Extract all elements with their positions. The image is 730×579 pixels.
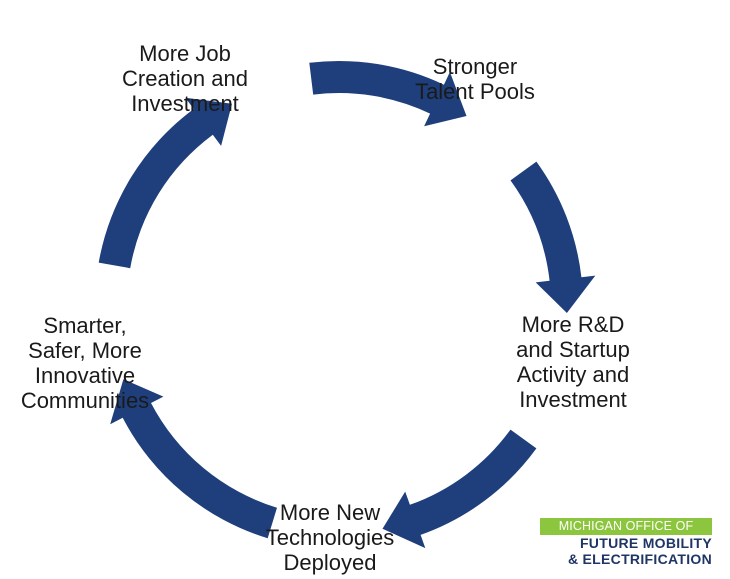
node-line: Communities xyxy=(20,388,150,413)
node-line: More R&D xyxy=(521,312,625,337)
node-stronger-talent-pools: Stronger Talent Pools xyxy=(400,54,550,104)
node-more-new-technologies: More New Technologies Deployed xyxy=(240,500,420,575)
node-line: Technologies xyxy=(265,525,395,550)
logo-line-2: & ELECTRIFICATION xyxy=(567,551,712,567)
node-line: Activity and xyxy=(516,362,630,387)
arrow-job-to-talent xyxy=(309,60,467,127)
node-line: Investment xyxy=(519,387,627,412)
node-line: Safer, More xyxy=(28,338,142,363)
node-line: Innovative xyxy=(34,363,136,388)
node-line: and Startup xyxy=(516,337,630,362)
node-line: More New xyxy=(279,500,381,525)
arrow-talent-to-rd xyxy=(510,161,596,313)
arrow-rd-to-tech xyxy=(382,429,537,549)
node-line: Stronger xyxy=(432,54,518,79)
node-line: More Job xyxy=(139,41,231,66)
michigan-office-logo: MICHIGAN OFFICE OF FUTURE MOBILITY & ELE… xyxy=(540,518,712,567)
node-more-rd-startup: More R&D and Startup Activity and Invest… xyxy=(488,312,658,412)
node-line: Deployed xyxy=(283,550,377,575)
logo-top-band: MICHIGAN OFFICE OF xyxy=(540,518,712,535)
node-line: Investment xyxy=(131,91,239,116)
arrow-communities-to-job xyxy=(98,97,232,269)
arrow-tech-to-communities xyxy=(110,379,277,539)
node-line: Smarter, xyxy=(43,313,127,338)
node-more-job-creation: More Job Creation and Investment xyxy=(100,41,270,116)
node-line: Creation and xyxy=(122,66,248,91)
logo-line-1: FUTURE MOBILITY xyxy=(579,535,712,551)
node-line: Talent Pools xyxy=(415,79,535,104)
node-smarter-communities: Smarter, Safer, More Innovative Communit… xyxy=(5,313,165,413)
